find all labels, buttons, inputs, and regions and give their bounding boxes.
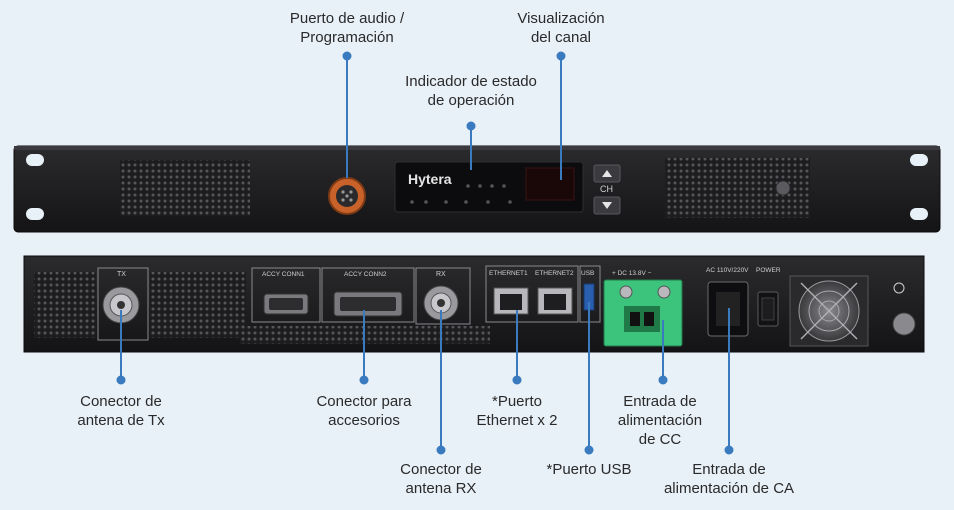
rx-connector-frame	[415, 267, 471, 325]
screw-icon	[775, 180, 791, 196]
front-panel: Hytera CH	[13, 145, 941, 233]
rear-vent-left	[34, 272, 96, 338]
tx-antenna-connector	[102, 286, 140, 324]
accy-conn1-frame	[251, 267, 321, 323]
audio-port-connector	[328, 177, 366, 215]
status-led-row	[410, 184, 512, 204]
channel-button-label: CH	[600, 184, 613, 194]
rear-vent-middle	[150, 272, 246, 338]
accessory-connector-label: Conector para accesorios	[316, 393, 412, 429]
accy-conn2-label: ACCY CONN2	[344, 271, 387, 278]
accy-conn1-label: ACCY CONN1	[262, 271, 305, 278]
dc-terminal-block	[603, 279, 683, 347]
rack-hole-icon	[910, 154, 928, 166]
rx-connector-label: RX	[436, 271, 446, 278]
rear-panel: TX ACCY CONN1 ACCY CONN2 RX ETHERNET1 ET…	[23, 255, 925, 353]
usb-port-label: *Puerto USB	[546, 461, 632, 478]
ac-input-label: Entrada de alimentación de CA	[663, 461, 795, 497]
rx-antenna-label: Conector de antena RX	[400, 461, 482, 497]
rack-hole-icon	[910, 208, 928, 220]
power-label: POWER	[756, 267, 781, 274]
ethernet-frame	[485, 265, 579, 323]
callout-leaders	[116, 51, 734, 455]
arrow-up-icon	[602, 170, 612, 177]
rack-hole-icon	[26, 154, 44, 166]
channel-display-label: Visualización del canal	[517, 10, 605, 46]
arrow-down-icon	[602, 202, 612, 209]
channel-display	[525, 167, 575, 201]
cooling-fan-icon	[789, 275, 869, 347]
ethernet2-label: ETHERNET2	[535, 270, 574, 277]
tx-connector-label: TX	[117, 271, 126, 278]
ethernet-label: *Puerto Ethernet x 2	[476, 393, 558, 429]
tx-connector-frame	[97, 267, 149, 341]
dc-label: + DC 13.8V −	[612, 270, 652, 277]
brand-logo: Hytera	[408, 171, 452, 187]
usb-label: USB	[581, 270, 594, 277]
ground-screw-icon	[892, 312, 916, 336]
ethernet1-label: ETHERNET1	[489, 270, 528, 277]
ground-icon	[893, 282, 905, 294]
audio-port-label: Puerto de audio / Programación	[289, 10, 405, 46]
rack-hole-icon	[26, 208, 44, 220]
tx-antenna-label: Conector de antena de Tx	[77, 393, 165, 429]
ac-label: AC 110V/220V	[706, 267, 749, 274]
accy-conn2-frame	[321, 267, 415, 323]
front-vent-left	[120, 160, 250, 216]
dc-input-label: Entrada de alimentación de CC	[617, 393, 703, 448]
status-indicator-label: Indicador de estado de operación	[405, 73, 537, 109]
